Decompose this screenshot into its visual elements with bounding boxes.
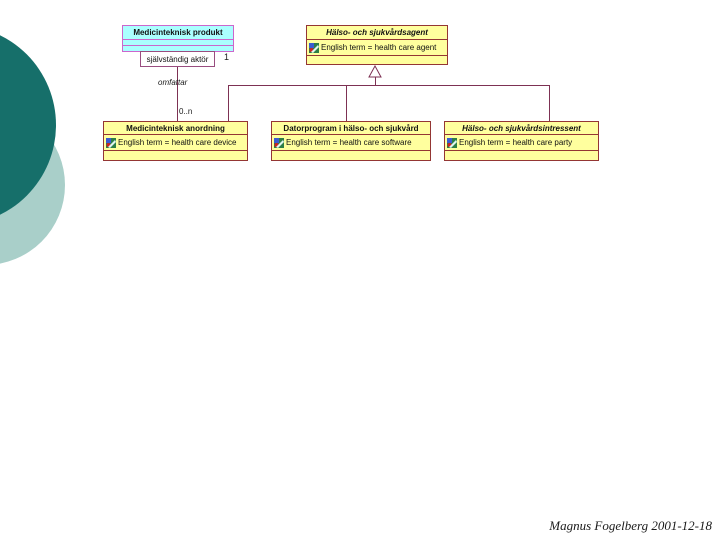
class-box-halso-och-sjukvardsagent[interactable]: Hälso- och sjukvårdsagent English term =…	[306, 25, 448, 65]
footer-credit: Magnus Fogelberg 2001-12-18	[549, 518, 712, 533]
attribute-icon	[309, 42, 319, 53]
operation-compartment-empty	[272, 150, 430, 160]
attribute-row: English term = health care software	[272, 134, 430, 150]
class-title: Datorprogram i hälso- och sjukvård	[283, 123, 419, 133]
qualifier-box-sjalvstandig-aktor[interactable]: självständig aktör	[140, 51, 215, 67]
operation-compartment-empty	[445, 150, 598, 160]
attribute-text: English term = health care software	[286, 138, 412, 147]
generalization-drop-software	[346, 85, 347, 121]
attribute-compartment-empty	[123, 39, 233, 45]
generalization-drop-party	[549, 85, 550, 121]
attribute-row: English term = health care party	[445, 134, 598, 150]
class-box-medicinteknisk-anordning[interactable]: Medicinteknisk anordning English term = …	[103, 121, 248, 161]
class-box-halso-och-sjukvardsintressent[interactable]: Hälso- och sjukvårdsintressent English t…	[444, 121, 599, 161]
class-title: Hälso- och sjukvårdsintressent	[462, 123, 581, 133]
class-title: Hälso- och sjukvårdsagent	[326, 28, 428, 37]
multiplicity-one-label: 1	[224, 52, 230, 62]
attribute-icon	[106, 137, 116, 148]
generalization-horizontal-line	[228, 85, 550, 86]
class-box-medicinteknisk-produkt[interactable]: Medicinteknisk produkt	[122, 25, 234, 52]
association-name-label: omfattar	[158, 78, 188, 87]
attribute-icon	[274, 137, 284, 148]
attribute-text: English term = health care device	[118, 138, 237, 147]
operation-compartment-empty	[307, 55, 447, 64]
multiplicity-0n-label: 0..n	[179, 107, 193, 116]
generalization-stub-line	[375, 77, 376, 85]
class-title: Medicinteknisk produkt	[133, 28, 223, 37]
attribute-text: English term = health care agent	[321, 43, 437, 52]
association-line-omfattar	[177, 67, 178, 121]
generalization-drop-device	[228, 85, 229, 121]
operation-compartment-empty	[123, 45, 233, 51]
attribute-row: English term = health care device	[104, 134, 247, 150]
class-title: Medicinteknisk anordning	[126, 123, 225, 133]
qualifier-label: självständig aktör	[146, 54, 209, 64]
class-box-datorprogram[interactable]: Datorprogram i hälso- och sjukvård Engli…	[271, 121, 431, 161]
attribute-icon	[447, 137, 457, 148]
operation-compartment-empty	[104, 150, 247, 160]
attribute-row: English term = health care agent	[307, 39, 447, 55]
attribute-text: English term = health care party	[459, 138, 573, 147]
